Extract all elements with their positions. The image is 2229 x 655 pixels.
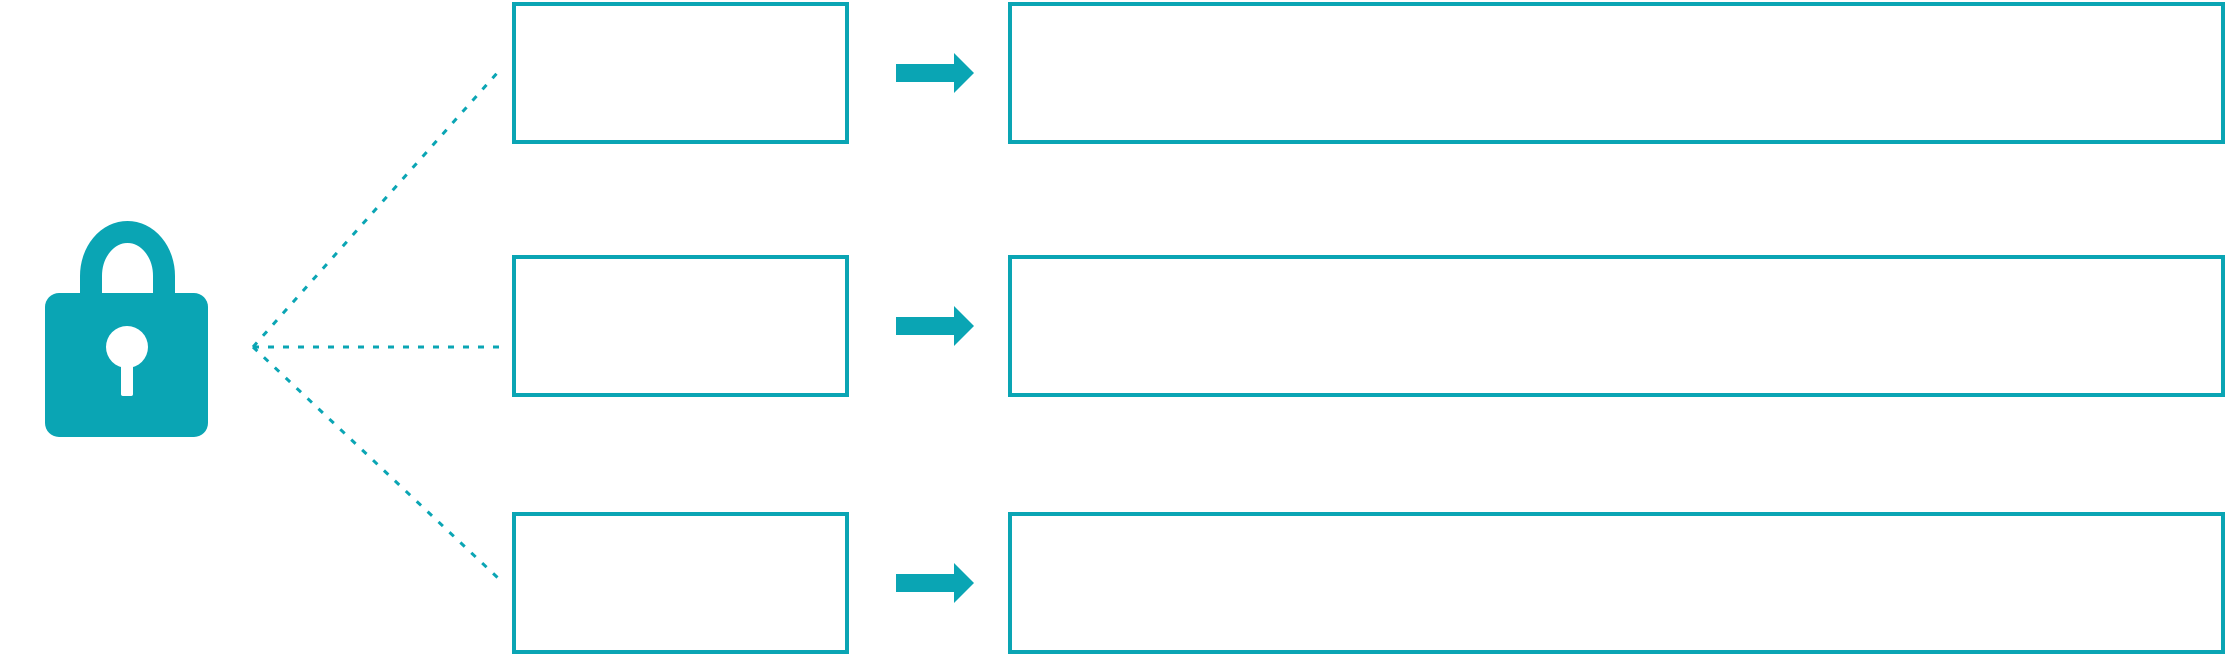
source-box — [512, 2, 849, 144]
lock-keyhole — [106, 326, 148, 368]
target-box — [1008, 2, 2225, 144]
target-box — [1008, 255, 2225, 397]
arrow-right-icon — [896, 563, 974, 603]
arrow-right-icon — [896, 306, 974, 346]
lock-keyhole-stem — [121, 350, 133, 396]
lock-shackle — [80, 221, 175, 319]
connector-line-bottom — [251, 345, 500, 580]
target-box — [1008, 512, 2225, 654]
source-box — [512, 255, 849, 397]
arrow-right-icon — [896, 53, 974, 93]
lock-icon — [45, 221, 208, 437]
connector-line-top — [251, 71, 500, 348]
source-box — [512, 512, 849, 654]
